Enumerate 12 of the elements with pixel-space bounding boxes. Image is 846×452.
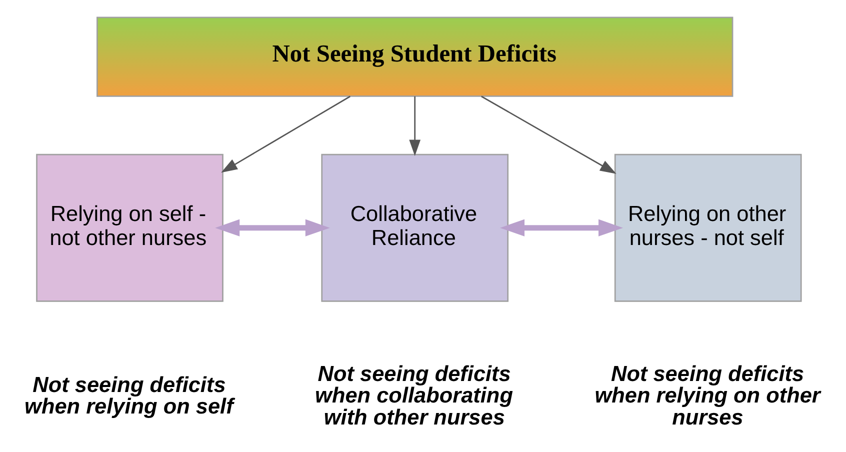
node-label: Not seeing deficits when collaborating with other nurses xyxy=(315,360,513,429)
arrow xyxy=(215,218,330,236)
node-box: Relying on self - not other nurses xyxy=(36,153,224,302)
node-box: Collaborative Reliance xyxy=(321,153,509,302)
node-box: Not Seeing Student Deficits xyxy=(96,16,734,96)
arrow xyxy=(481,95,616,174)
arrow xyxy=(500,218,623,236)
node-label: Not seeing deficits when relying on self xyxy=(24,371,234,418)
node-box: Relying on other nurses - not self xyxy=(614,153,802,302)
arrow xyxy=(221,95,351,172)
arrow xyxy=(409,96,421,156)
node-label: Not seeing deficits when relying on other nurses xyxy=(594,360,820,429)
